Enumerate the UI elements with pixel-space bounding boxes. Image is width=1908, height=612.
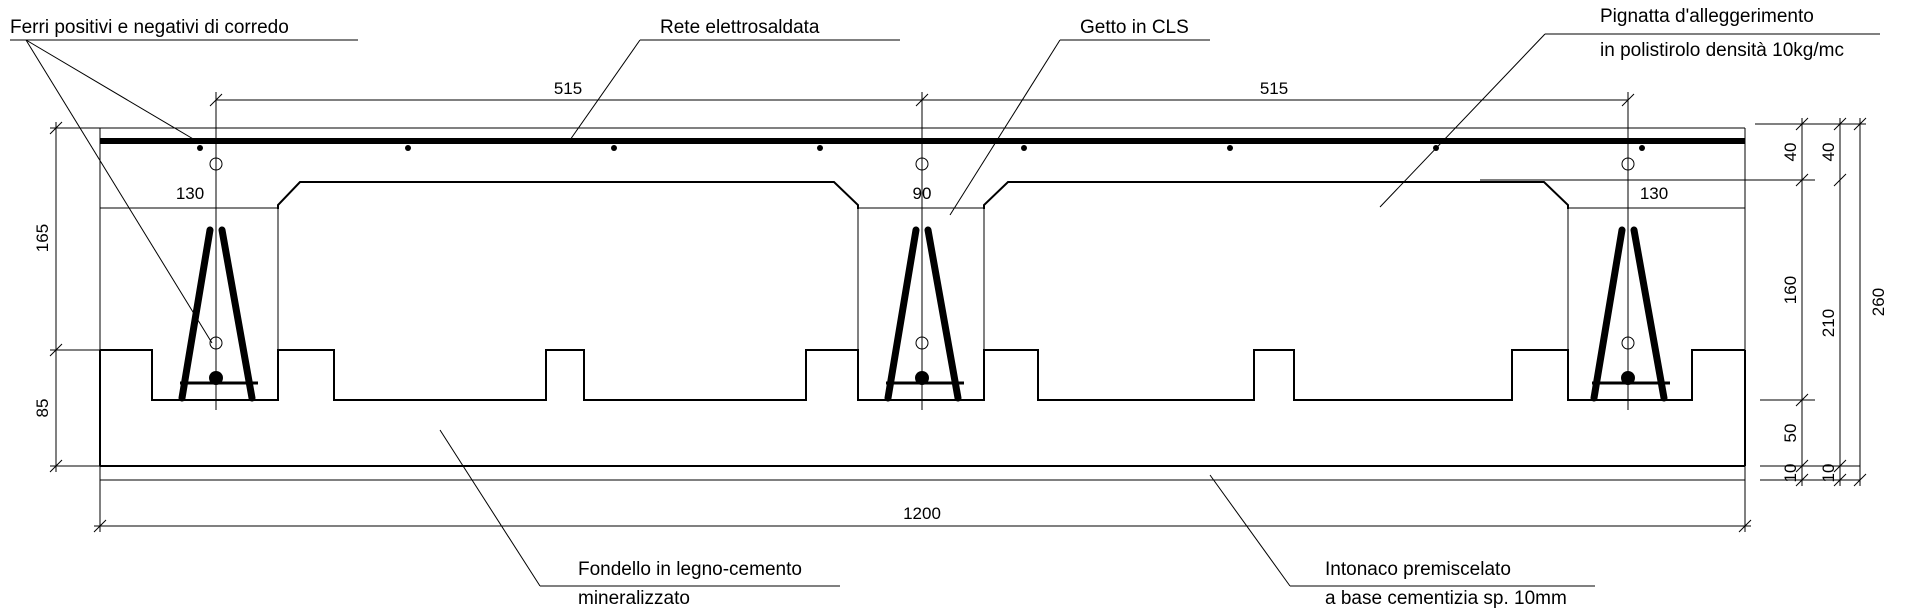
tick	[49, 121, 63, 135]
tick	[1795, 393, 1809, 407]
label-rete: Rete elettrosaldata	[660, 17, 820, 38]
dim-right-40b: 40	[1819, 143, 1838, 162]
wood-cement-pan-top	[100, 349, 1745, 401]
leader-fondello	[439, 429, 541, 587]
leader-ferri-bottom	[25, 39, 213, 344]
tick	[1795, 459, 1809, 473]
leader-intonaco	[1209, 474, 1291, 587]
label-getto: Getto in CLS	[1080, 17, 1189, 38]
tick	[915, 93, 929, 107]
dim-span-right: 515	[1260, 79, 1288, 98]
tick	[1833, 473, 1847, 487]
tick	[1795, 117, 1809, 131]
leader-rete	[569, 39, 641, 141]
dim-rib-left: 130	[176, 184, 204, 203]
tick	[1853, 473, 1867, 487]
dim-right-10b: 10	[1819, 464, 1838, 483]
leader-pignatta	[1379, 33, 1546, 208]
dim-right-50: 50	[1781, 424, 1800, 443]
tick	[209, 93, 223, 107]
eps-block-right	[983, 181, 1569, 209]
tick	[49, 343, 63, 357]
tick	[1853, 117, 1867, 131]
dim-right-260: 260	[1869, 288, 1888, 316]
tick	[49, 459, 63, 473]
dim-right-40a: 40	[1781, 143, 1800, 162]
label-pignatta-2: in polistirolo densità 10kg/mc	[1600, 40, 1844, 61]
tick	[93, 519, 107, 533]
label-fondello-1: Fondello in legno-cemento	[578, 559, 802, 580]
dim-right-160: 160	[1781, 276, 1800, 304]
truss-left	[178, 157, 258, 402]
tick	[1621, 93, 1635, 107]
mesh-bars	[197, 145, 1645, 151]
tick	[1833, 173, 1847, 187]
label-intonaco-2: a base cementizia sp. 10mm	[1325, 588, 1567, 609]
label-pignatta-1: Pignatta d'alleggerimento	[1600, 6, 1814, 27]
dim-left-165: 165	[33, 224, 52, 252]
rib-left-outline	[100, 207, 279, 350]
tick	[1795, 173, 1809, 187]
truss-mid	[884, 157, 964, 402]
eps-block-left	[277, 181, 859, 209]
label-ferri: Ferri positivi e negativi di corredo	[10, 17, 289, 38]
dim-right-10a: 10	[1781, 464, 1800, 483]
leader-ferri-top	[25, 39, 201, 144]
tick	[1795, 473, 1809, 487]
dim-span-left: 515	[554, 79, 582, 98]
label-intonaco-1: Intonaco premiscelato	[1325, 559, 1511, 580]
dim-total-width: 1200	[903, 504, 941, 523]
tick	[1833, 459, 1847, 473]
dim-rib-mid: 90	[913, 184, 932, 203]
truss-right	[1590, 157, 1670, 402]
dim-right-210: 210	[1819, 309, 1838, 337]
label-fondello-2: mineralizzato	[578, 588, 690, 609]
dim-left-85: 85	[33, 399, 52, 418]
dim-rib-right: 130	[1640, 184, 1668, 203]
tick	[1738, 519, 1752, 533]
